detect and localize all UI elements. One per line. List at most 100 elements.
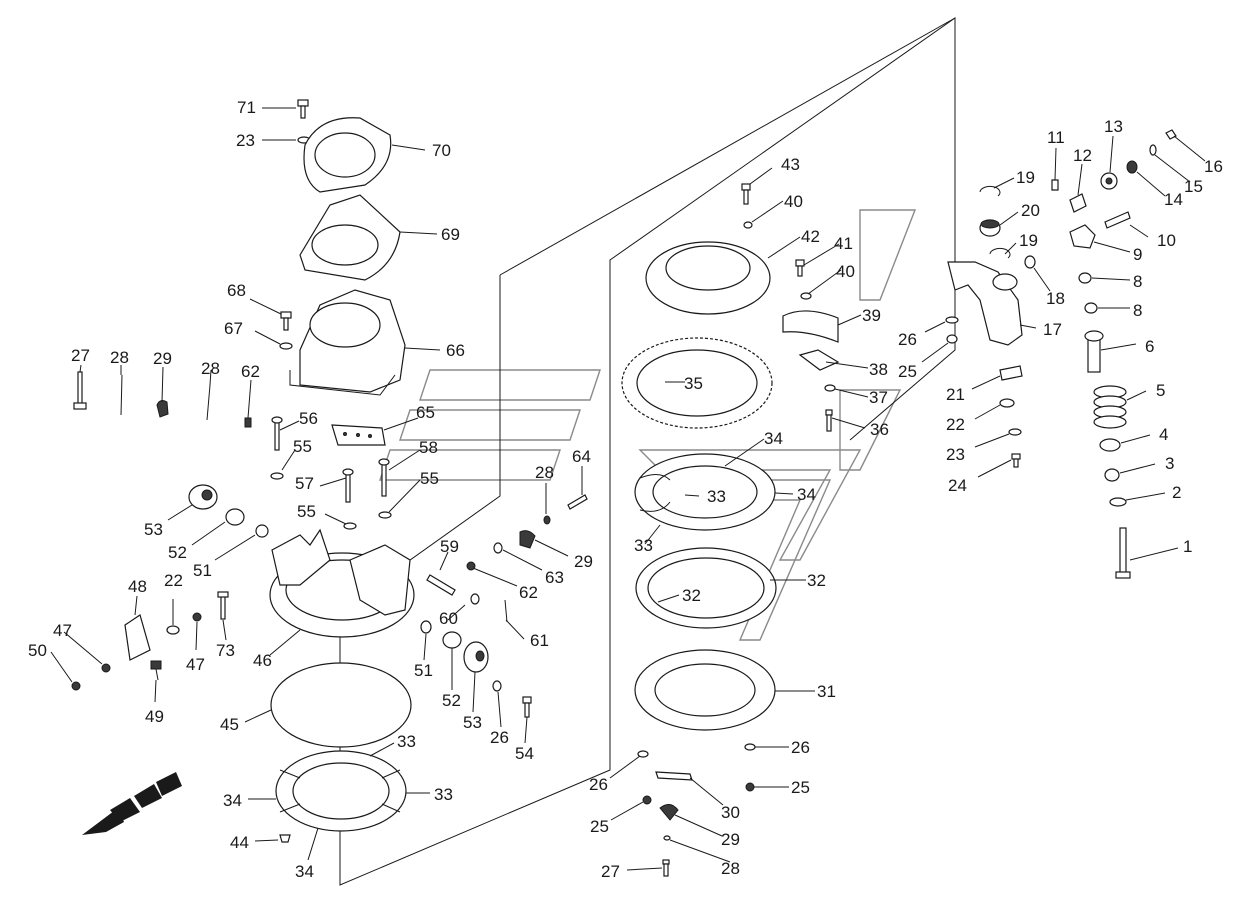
callout-19: 19	[1019, 231, 1038, 250]
bearing-20	[979, 219, 1001, 237]
spring-14	[1126, 160, 1138, 174]
callout-25: 25	[898, 362, 917, 381]
nut-47-lower	[101, 663, 111, 673]
washer-22-right	[999, 398, 1015, 408]
callout-61: 61	[530, 631, 549, 650]
flange-53-upper	[188, 484, 218, 510]
friction-plate-34-33	[634, 453, 776, 531]
callout-41: 41	[834, 234, 853, 253]
oring-15	[1149, 144, 1157, 156]
nut-25-bottom-right	[745, 782, 755, 792]
callout-29: 29	[574, 552, 593, 571]
bolt-41	[795, 259, 805, 277]
callout-48: 48	[128, 577, 147, 596]
nut-18	[1024, 255, 1036, 269]
nut-8-lower	[1084, 302, 1098, 314]
oring-51-upper	[255, 524, 269, 538]
callout-62: 62	[241, 362, 260, 381]
callout-33: 33	[707, 487, 726, 506]
callout-32: 32	[682, 586, 701, 605]
callout-43: 43	[781, 155, 800, 174]
washer-26-right	[945, 316, 959, 324]
callout-35: 35	[684, 374, 703, 393]
bolt-12	[1069, 193, 1087, 213]
callout-33: 33	[397, 732, 416, 751]
bolt-44	[279, 834, 291, 843]
callout-38: 38	[869, 360, 888, 379]
washer-26-lower-left	[492, 680, 502, 692]
callout-20: 20	[1021, 201, 1040, 220]
callout-47: 47	[53, 621, 72, 640]
callout-39: 39	[862, 306, 881, 325]
bracket-65	[331, 424, 386, 446]
callout-12: 12	[1073, 146, 1092, 165]
clip-29-left	[156, 400, 169, 418]
flange-53-lower	[463, 641, 489, 673]
washer-55-c	[343, 522, 357, 530]
callout-54: 54	[515, 744, 534, 763]
screw-27-bottom	[662, 859, 670, 877]
callout-55: 55	[297, 502, 316, 521]
callout-26: 26	[589, 775, 608, 794]
callout-10: 10	[1157, 231, 1176, 250]
callout-58: 58	[419, 438, 438, 457]
callout-22: 22	[946, 415, 965, 434]
callout-63: 63	[545, 568, 564, 587]
nut-25-bottom	[642, 795, 652, 805]
bolt-56	[271, 416, 283, 451]
washer-28-bottom	[663, 835, 671, 841]
bolt-71	[297, 99, 309, 119]
nut-25-right	[946, 334, 958, 344]
plate-70	[303, 117, 392, 193]
pin-16	[1165, 129, 1177, 140]
callout-1: 1	[1183, 537, 1192, 556]
washer-55-b	[378, 511, 392, 519]
callout-28: 28	[535, 463, 554, 482]
nut-50	[71, 681, 81, 691]
callout-55: 55	[420, 469, 439, 488]
washer-60	[470, 593, 480, 605]
pin-59	[426, 574, 456, 596]
callout-53: 53	[463, 713, 482, 732]
callout-34: 34	[295, 862, 314, 881]
callout-21: 21	[946, 385, 965, 404]
callout-26: 26	[490, 728, 509, 747]
washer-67	[279, 342, 293, 350]
callout-57: 57	[295, 474, 314, 493]
callout-44: 44	[230, 833, 249, 852]
screw-64	[567, 494, 588, 510]
callout-25: 25	[590, 817, 609, 836]
clip-29-bottom	[659, 804, 679, 821]
plate-42	[645, 241, 771, 315]
callout-73: 73	[216, 641, 235, 660]
cam-9	[1069, 224, 1096, 249]
callout-34: 34	[223, 791, 242, 810]
callout-59: 59	[440, 537, 459, 556]
ring-gear-35	[621, 337, 773, 429]
washer-40-upper	[743, 221, 753, 229]
callout-28: 28	[721, 859, 740, 878]
washer-26-bottom	[637, 750, 649, 758]
callout-18: 18	[1046, 289, 1065, 308]
callout-26: 26	[791, 738, 810, 757]
washer-26-bottom-right	[744, 743, 756, 751]
bolt-36	[825, 409, 833, 432]
callout-47: 47	[186, 655, 205, 674]
callout-28: 28	[110, 348, 129, 367]
spring-5	[1093, 385, 1127, 429]
segment-ring-34-33	[275, 750, 407, 832]
washer-37	[824, 384, 836, 392]
callout-37: 37	[869, 388, 888, 407]
washer-40-lower	[800, 292, 812, 300]
callout-67: 67	[224, 319, 243, 338]
callout-27: 27	[71, 346, 90, 365]
callout-69: 69	[441, 225, 460, 244]
callout-49: 49	[145, 707, 164, 726]
callout-52: 52	[442, 691, 461, 710]
bolt-43	[741, 183, 751, 205]
washer-55-a	[270, 472, 284, 480]
pin-6	[1084, 330, 1104, 373]
housing-66	[289, 289, 406, 396]
clutch-plate-32	[635, 547, 777, 629]
callout-25: 25	[791, 778, 810, 797]
